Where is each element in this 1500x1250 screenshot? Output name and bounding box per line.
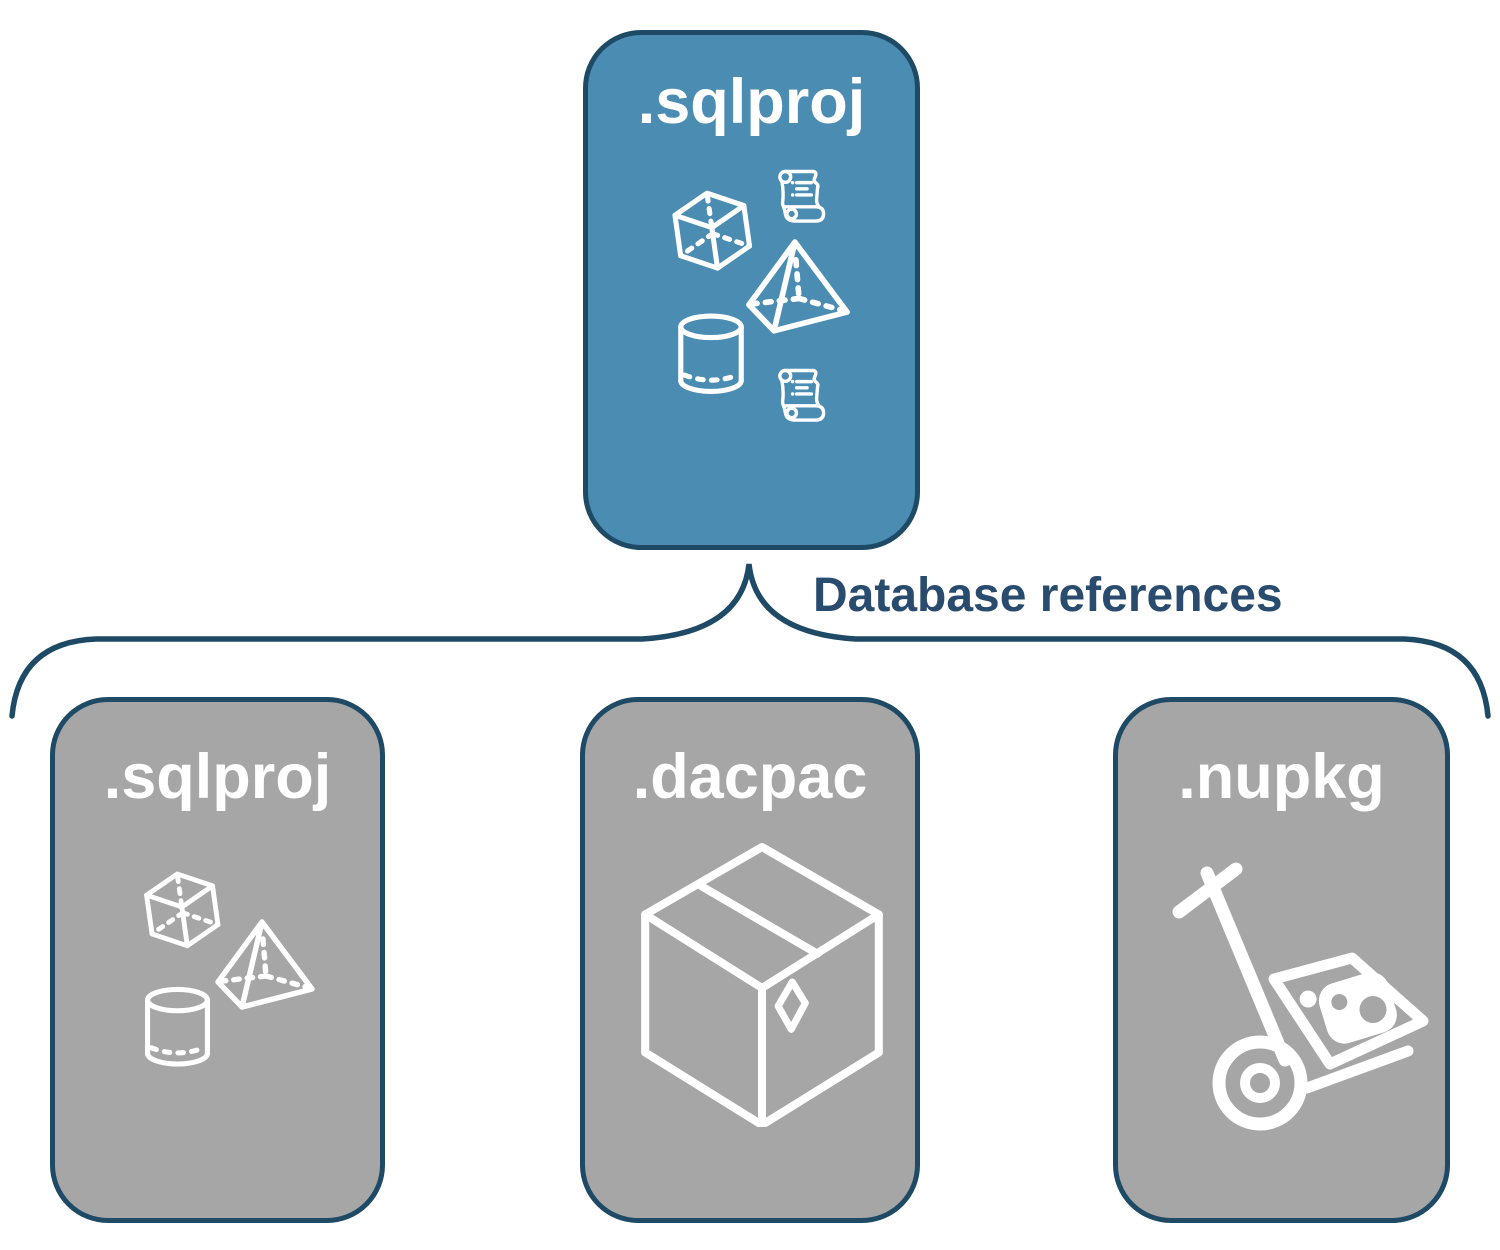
cylinder-icon <box>676 313 746 395</box>
scroll-icon <box>771 365 828 422</box>
cube-icon <box>138 870 228 960</box>
child-box-sqlproj: .sqlproj <box>50 697 385 1223</box>
child-box-label: .sqlproj <box>103 742 332 812</box>
scroll-icon <box>771 166 828 223</box>
pyramid-icon <box>215 918 315 1012</box>
child-box-label: .nupkg <box>1178 742 1385 812</box>
root-box-sqlproj: .sqlproj <box>583 30 920 550</box>
root-box-label: .sqlproj <box>637 67 866 137</box>
cylinder-icon <box>143 986 212 1068</box>
connector-label: Database references <box>813 569 1283 622</box>
pyramid-icon <box>745 239 851 335</box>
child-box-label: .dacpac <box>632 742 868 812</box>
child-box-dacpac: .dacpac <box>580 697 920 1223</box>
child-box-nupkg: .nupkg <box>1113 697 1450 1223</box>
cube-icon <box>666 189 760 283</box>
package-box-icon <box>640 842 885 1127</box>
hand-truck-nuget-icon <box>1165 855 1445 1135</box>
